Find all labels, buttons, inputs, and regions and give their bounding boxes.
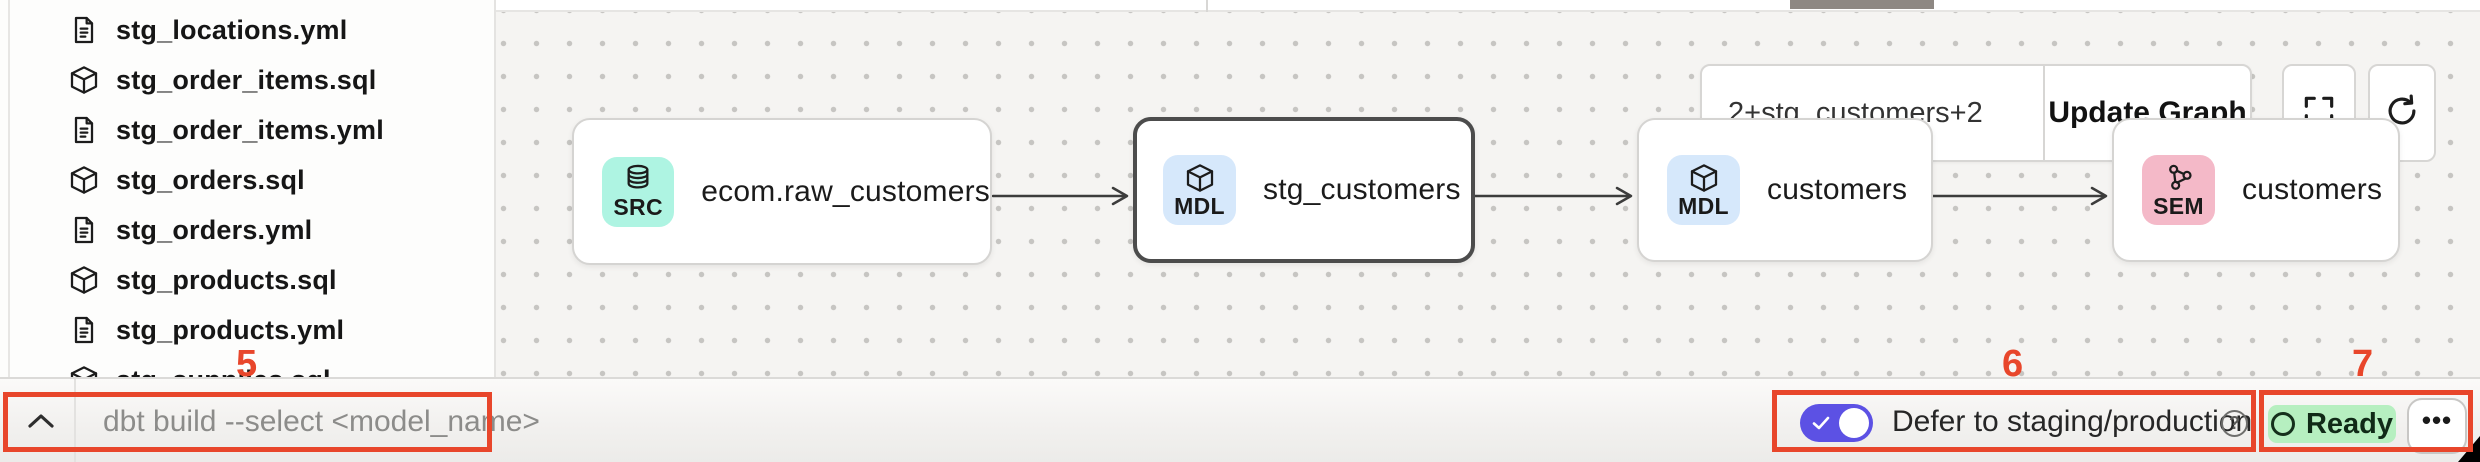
bottom-command-bar: dbt build --select <model_name> Defer to…: [0, 377, 2480, 462]
file-item-stg-orders-sql[interactable]: stg_orders.sql: [0, 155, 494, 205]
file-name: stg_supplies.sql: [116, 365, 331, 378]
node-label: stg_customers: [1263, 173, 1461, 206]
mouse-cursor: [2458, 436, 2480, 462]
semantic-graph-icon: [2168, 164, 2192, 190]
tree-indent-guide: [8, 0, 10, 377]
file-item-stg-products-sql[interactable]: stg_products.sql: [0, 255, 494, 305]
badge-label: MDL: [1174, 192, 1225, 219]
yaml-file-icon: [68, 114, 100, 146]
dbt-command-input[interactable]: dbt build --select <model_name>: [103, 404, 540, 438]
node-label: customers: [2242, 173, 2383, 206]
defer-label: Defer to staging/production: [1892, 404, 2253, 438]
badge-label: SEM: [2153, 192, 2204, 219]
file-name: stg_products.sql: [116, 264, 337, 295]
file-name: stg_orders.sql: [116, 164, 305, 195]
file-item-stg-products-yml[interactable]: stg_products.yml: [0, 305, 494, 355]
status-circle-icon: [2270, 412, 2295, 436]
source-badge: SRC: [602, 156, 675, 227]
more-menu-button[interactable]: •••: [2407, 398, 2467, 454]
yaml-file-icon: [68, 214, 100, 246]
pane-top-strip: [496, 0, 2480, 12]
file-tree: stg_locations.yml stg_order_items.sql st…: [0, 5, 494, 377]
file-name: stg_orders.yml: [116, 214, 313, 245]
node-customers-model[interactable]: MDL customers: [1637, 118, 1933, 262]
file-item-stg-supplies-sql[interactable]: stg_supplies.sql: [0, 355, 494, 377]
file-name: stg_order_items.yml: [116, 114, 384, 145]
refresh-icon: [2383, 92, 2421, 135]
semantic-badge: SEM: [2142, 155, 2215, 225]
cube-icon: [1690, 163, 1717, 192]
file-name: stg_products.yml: [116, 314, 345, 345]
tab-divider: [1206, 0, 1208, 12]
model-cube-icon: [68, 164, 100, 196]
model-cube-icon: [68, 364, 100, 377]
badge-label: SRC: [613, 194, 663, 220]
model-cube-icon: [68, 264, 100, 296]
badge-label: MDL: [1678, 192, 1729, 219]
ellipsis-icon: •••: [2421, 405, 2453, 435]
yaml-file-icon: [68, 14, 100, 46]
node-ecom-raw-customers[interactable]: SRC ecom.raw_customers: [572, 118, 992, 265]
node-label: customers: [1767, 173, 1908, 206]
check-icon: [1811, 413, 1831, 433]
database-icon: [627, 164, 649, 189]
model-badge: MDL: [1163, 155, 1236, 225]
toggle-knob: [1839, 408, 1869, 438]
node-customers-semantic[interactable]: SEM customers: [2112, 118, 2400, 262]
file-tree-panel: stg_locations.yml stg_order_items.sql st…: [0, 0, 496, 377]
lineage-canvas[interactable]: 2+stg_customers+2 Update Graph: [496, 0, 2480, 377]
file-name: stg_order_items.sql: [116, 64, 377, 95]
bar-divider: [74, 379, 76, 462]
status-label: Ready: [2305, 407, 2394, 440]
fullscreen-icon: [2300, 92, 2338, 135]
node-stg-customers[interactable]: MDL stg_customers: [1133, 117, 1475, 263]
defer-toggle[interactable]: [1800, 404, 1873, 442]
yaml-file-icon: [68, 314, 100, 346]
file-item-stg-order-items-sql[interactable]: stg_order_items.sql: [0, 55, 494, 105]
cube-icon: [1186, 163, 1213, 192]
file-name: stg_locations.yml: [116, 14, 348, 45]
model-badge: MDL: [1667, 155, 1740, 225]
file-item-stg-orders-yml[interactable]: stg_orders.yml: [0, 205, 494, 255]
node-label: ecom.raw_customers: [701, 174, 990, 208]
file-item-stg-locations-yml[interactable]: stg_locations.yml: [0, 5, 494, 55]
model-cube-icon: [68, 64, 100, 96]
status-badge-ready[interactable]: Ready: [2268, 405, 2396, 443]
file-item-stg-order-items-yml[interactable]: stg_order_items.yml: [0, 105, 494, 155]
expand-panel-button[interactable]: [26, 411, 56, 431]
horizontal-scrollbar-thumb[interactable]: [1790, 0, 1934, 9]
help-icon[interactable]: ?: [2221, 410, 2248, 437]
